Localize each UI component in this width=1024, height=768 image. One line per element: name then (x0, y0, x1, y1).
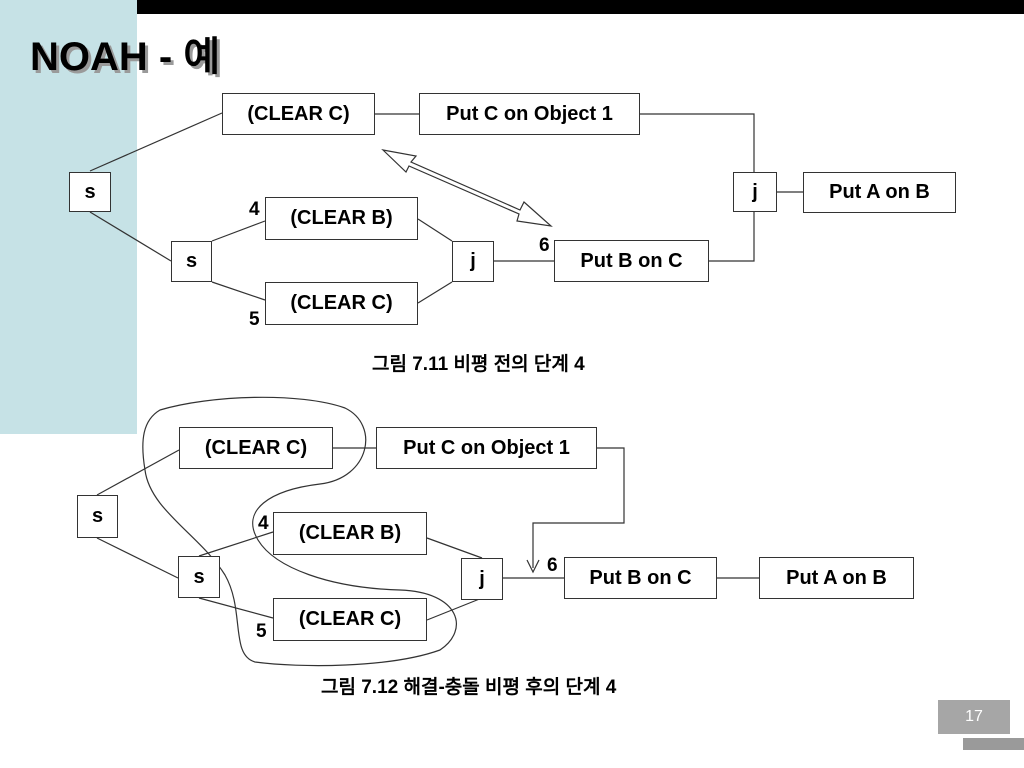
fig2-put-b-on-c: Put B on C (564, 557, 717, 599)
edge2-clear-c-j (426, 597, 483, 621)
fig2-s-outer: s (77, 495, 118, 538)
edge2-clear-b-j (426, 537, 483, 559)
fig1-label-6: 6 (539, 235, 550, 256)
edge-clear-c-j (417, 281, 453, 304)
edge-clear-b-j (417, 218, 453, 242)
fig1-j-inner: j (452, 241, 494, 282)
fig2-clear-c-bottom: (CLEAR C) (273, 598, 427, 641)
fig2-put-a-on-b: Put A on B (759, 557, 914, 599)
edge2-put-c-arrow (532, 447, 625, 568)
fig2-s-inner: s (178, 556, 220, 598)
fig1-s-inner: s (171, 241, 212, 282)
edge2-arrowhead (526, 559, 540, 574)
fig1-j-outer: j (733, 172, 777, 212)
fig2-label-4: 4 (258, 513, 269, 534)
fig1-clear-c-bottom: (CLEAR C) (265, 282, 418, 325)
fig2-clear-c-top: (CLEAR C) (179, 427, 333, 469)
fig1-caption: 그림 7.11 비평 전의 단계 4 (372, 354, 585, 375)
page-number-decoration (963, 738, 1024, 750)
fig2-j: j (461, 558, 503, 600)
fig1-put-c-on-object-1: Put C on Object 1 (419, 93, 640, 135)
fig1-s-outer: s (69, 172, 111, 212)
fig1-label-4: 4 (249, 199, 260, 220)
fig2-label-5: 5 (256, 621, 267, 642)
fig2-caption: 그림 7.12 해결-충돌 비평 후의 단계 4 (321, 677, 617, 698)
side-panel (0, 0, 137, 434)
edge-put-c-j (640, 113, 755, 172)
page-number: 17 (938, 700, 1010, 734)
edge-s-inner-clear-c (211, 281, 266, 301)
fig1-label-5: 5 (249, 309, 260, 330)
top-bar (35, 0, 1024, 14)
edge2-s-inner-clear-b (198, 531, 274, 557)
fig2-label-6: 6 (547, 555, 558, 576)
conflict-double-arrow (381, 149, 553, 227)
edge-s-outer-s-inner (89, 211, 172, 262)
fig1-put-b-on-c: Put B on C (554, 240, 709, 282)
edge-s-outer-clear-c (89, 112, 223, 172)
edge-s-inner-clear-b (211, 220, 266, 242)
fig2-clear-b: (CLEAR B) (273, 512, 427, 555)
edge2-s-outer-s-inner (96, 537, 179, 579)
fig2-put-c-on-object-1: Put C on Object 1 (376, 427, 597, 469)
edge-put-b-j (709, 212, 755, 262)
edge2-s-outer-clear-c (96, 449, 180, 496)
fig1-clear-c-top: (CLEAR C) (222, 93, 375, 135)
fig1-put-a-on-b: Put A on B (803, 172, 956, 213)
fig1-clear-b: (CLEAR B) (265, 197, 418, 240)
slide-title: NOAH - 예 (30, 35, 221, 79)
grouping-outline (142, 396, 457, 667)
